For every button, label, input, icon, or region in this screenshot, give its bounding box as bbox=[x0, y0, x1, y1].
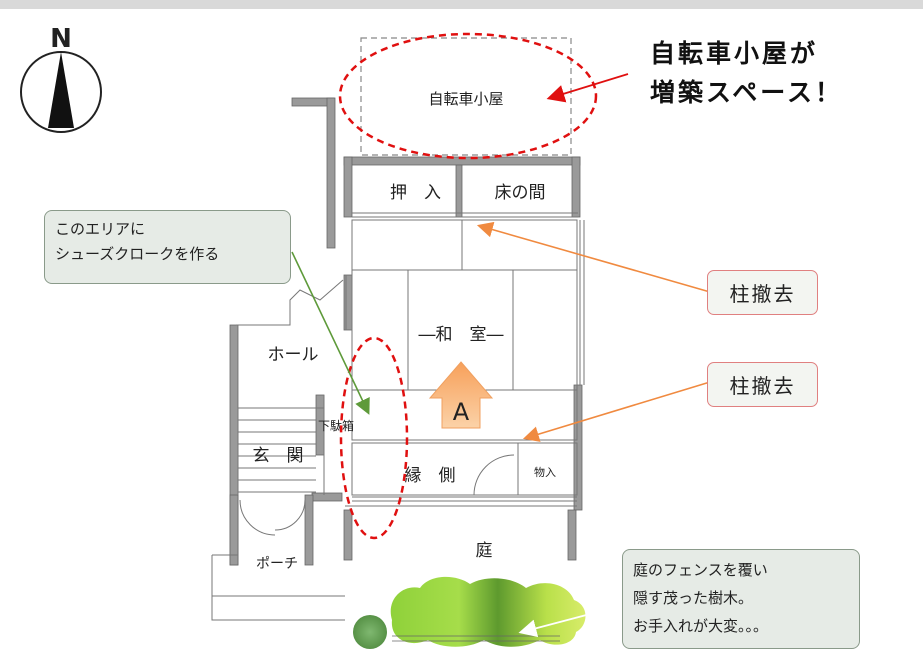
small-bush bbox=[353, 615, 387, 649]
closet-label: 押 入 bbox=[390, 183, 441, 203]
alcove-label: 床の間 bbox=[495, 183, 546, 203]
extension-note-line2: 増築スペース！ bbox=[650, 78, 843, 107]
fence-callout-line1: 庭のフェンスを覆い bbox=[633, 561, 768, 579]
extension-arrow bbox=[546, 73, 629, 103]
shoe-closet-callout-line2: シューズクロークを作る bbox=[55, 245, 220, 263]
washitsu-label: ―和 室― bbox=[419, 325, 504, 345]
shoe-closet-callout: このエリアに シューズクロークを作る bbox=[44, 210, 291, 284]
garden-trees bbox=[353, 576, 586, 649]
pillar-arrow-1 bbox=[476, 221, 711, 293]
entrance-label: 玄 関 bbox=[253, 446, 304, 466]
interior-lines bbox=[211, 212, 585, 621]
north-compass: N bbox=[20, 24, 102, 133]
viewpoint-label: A bbox=[453, 398, 470, 426]
extension-note-line1: 自転車小屋が bbox=[650, 39, 818, 68]
bicycle-shed-label: 自転車小屋 bbox=[428, 90, 503, 108]
top-bar bbox=[0, 0, 923, 9]
garden-label: 庭 bbox=[476, 541, 493, 561]
shoe-closet-arrow bbox=[291, 251, 370, 415]
storage-label: 物入 bbox=[534, 465, 556, 479]
fence-callout-line3: お手入れが大変。。。 bbox=[633, 617, 769, 635]
bicycle-shed-outline bbox=[360, 37, 572, 156]
fence-arrow bbox=[518, 603, 629, 638]
compass-needle bbox=[48, 52, 74, 128]
fence-callout-line2: 隠す茂った樹木。 bbox=[633, 589, 754, 607]
fence-trees-callout: 庭のフェンスを覆い 隠す茂った樹木。 お手入れが大変。。。 bbox=[622, 549, 860, 649]
pillar-removal-label-2: 柱撤去 bbox=[707, 362, 818, 407]
pillar-arrow-2 bbox=[522, 381, 711, 442]
hall-label: ホール bbox=[268, 345, 319, 365]
pillar-removal-label-1: 柱撤去 bbox=[707, 270, 818, 315]
shoe-closet-callout-line1: このエリアに bbox=[55, 220, 146, 238]
walls bbox=[229, 97, 583, 566]
shoe-cabinet-label: 下駄箱 bbox=[318, 418, 354, 433]
north-label: N bbox=[50, 24, 72, 54]
porch-label: ポーチ bbox=[256, 556, 298, 572]
viewpoint-arrow: A bbox=[428, 361, 494, 429]
engawa-label: 縁 側 bbox=[405, 466, 456, 486]
shoe-closet-area-highlight bbox=[339, 336, 409, 540]
bicycle-shed-highlight bbox=[338, 32, 598, 160]
